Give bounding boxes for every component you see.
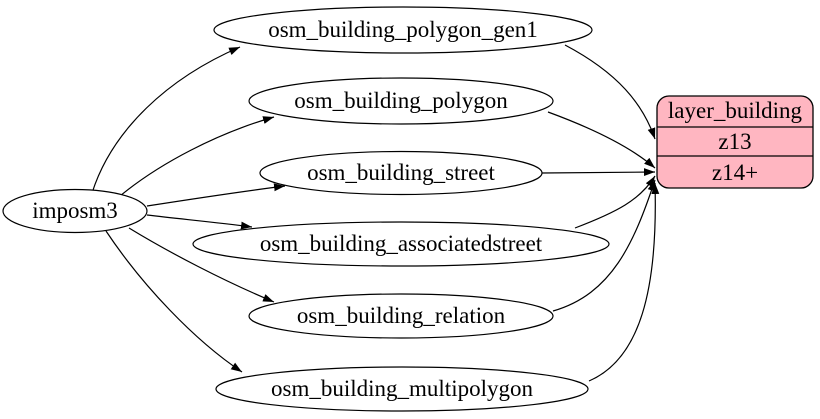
node-osm_building_street-label: osm_building_street [307, 160, 495, 185]
edge-imposm3-to-osm_building_multipolygon [105, 230, 243, 373]
node-osm_building_polygon-shape [248, 77, 554, 125]
node-imposm3-shape [2, 188, 148, 234]
edge-imposm3-to-osm_building_street [146, 183, 286, 207]
node-layer_building-shape [656, 95, 814, 189]
layer_building-row-z13: z13 [718, 129, 751, 154]
node-osm_building_polygon_gen1: osm_building_polygon_gen1 [213, 6, 593, 54]
node-layer_building: layer_building z13 z14+ [656, 95, 814, 189]
node-osm_building_associatedstreet: osm_building_associatedstreet [192, 221, 610, 267]
node-osm_building_street-shape [259, 150, 543, 196]
node-osm_building_associatedstreet-shape [192, 221, 610, 267]
layer_building-row-z14: z14+ [712, 160, 758, 185]
node-osm_building_relation: osm_building_relation [248, 293, 554, 339]
node-osm_building_street: osm_building_street [259, 150, 543, 196]
node-osm_building_relation-shape [248, 293, 554, 339]
node-osm_building_relation-label: osm_building_relation [297, 303, 506, 328]
node-osm_building_polygon_gen1-shape [213, 6, 593, 54]
edges-to-layer [541, 44, 660, 382]
edge-imposm3-to-osm_building_polygon_gen1 [91, 46, 241, 194]
edge-osm_building_multipolygon-to-z14 [588, 182, 660, 382]
node-osm_building_multipolygon-label: osm_building_multipolygon [271, 376, 533, 401]
node-layer_building-title: layer_building [668, 98, 803, 123]
edges-from-source [91, 46, 286, 373]
edge-osm_building_associatedstreet-to-z14 [574, 175, 656, 229]
node-osm_building_multipolygon: osm_building_multipolygon [215, 366, 589, 412]
node-imposm3-label: imposm3 [32, 198, 118, 223]
node-osm_building_polygon-label: osm_building_polygon [294, 88, 508, 113]
edge-osm_building_relation-to-z14 [552, 179, 656, 312]
node-osm_building_polygon_gen1-label: osm_building_polygon_gen1 [268, 17, 538, 42]
edge-osm_building_polygon-to-z14 [547, 111, 656, 169]
edge-imposm3-to-osm_building_associatedstreet [146, 214, 253, 230]
node-osm_building_polygon: osm_building_polygon [248, 77, 554, 125]
node-osm_building_multipolygon-shape [215, 366, 589, 412]
edge-imposm3-to-osm_building_polygon [119, 116, 275, 197]
node-osm_building_associatedstreet-label: osm_building_associatedstreet [260, 231, 543, 256]
node-imposm3: imposm3 [2, 188, 148, 234]
edge-osm_building_street-to-z14 [541, 168, 656, 177]
edge-imposm3-to-osm_building_relation [128, 227, 275, 303]
edge-osm_building_polygon_gen1-to-z13 [564, 44, 656, 140]
